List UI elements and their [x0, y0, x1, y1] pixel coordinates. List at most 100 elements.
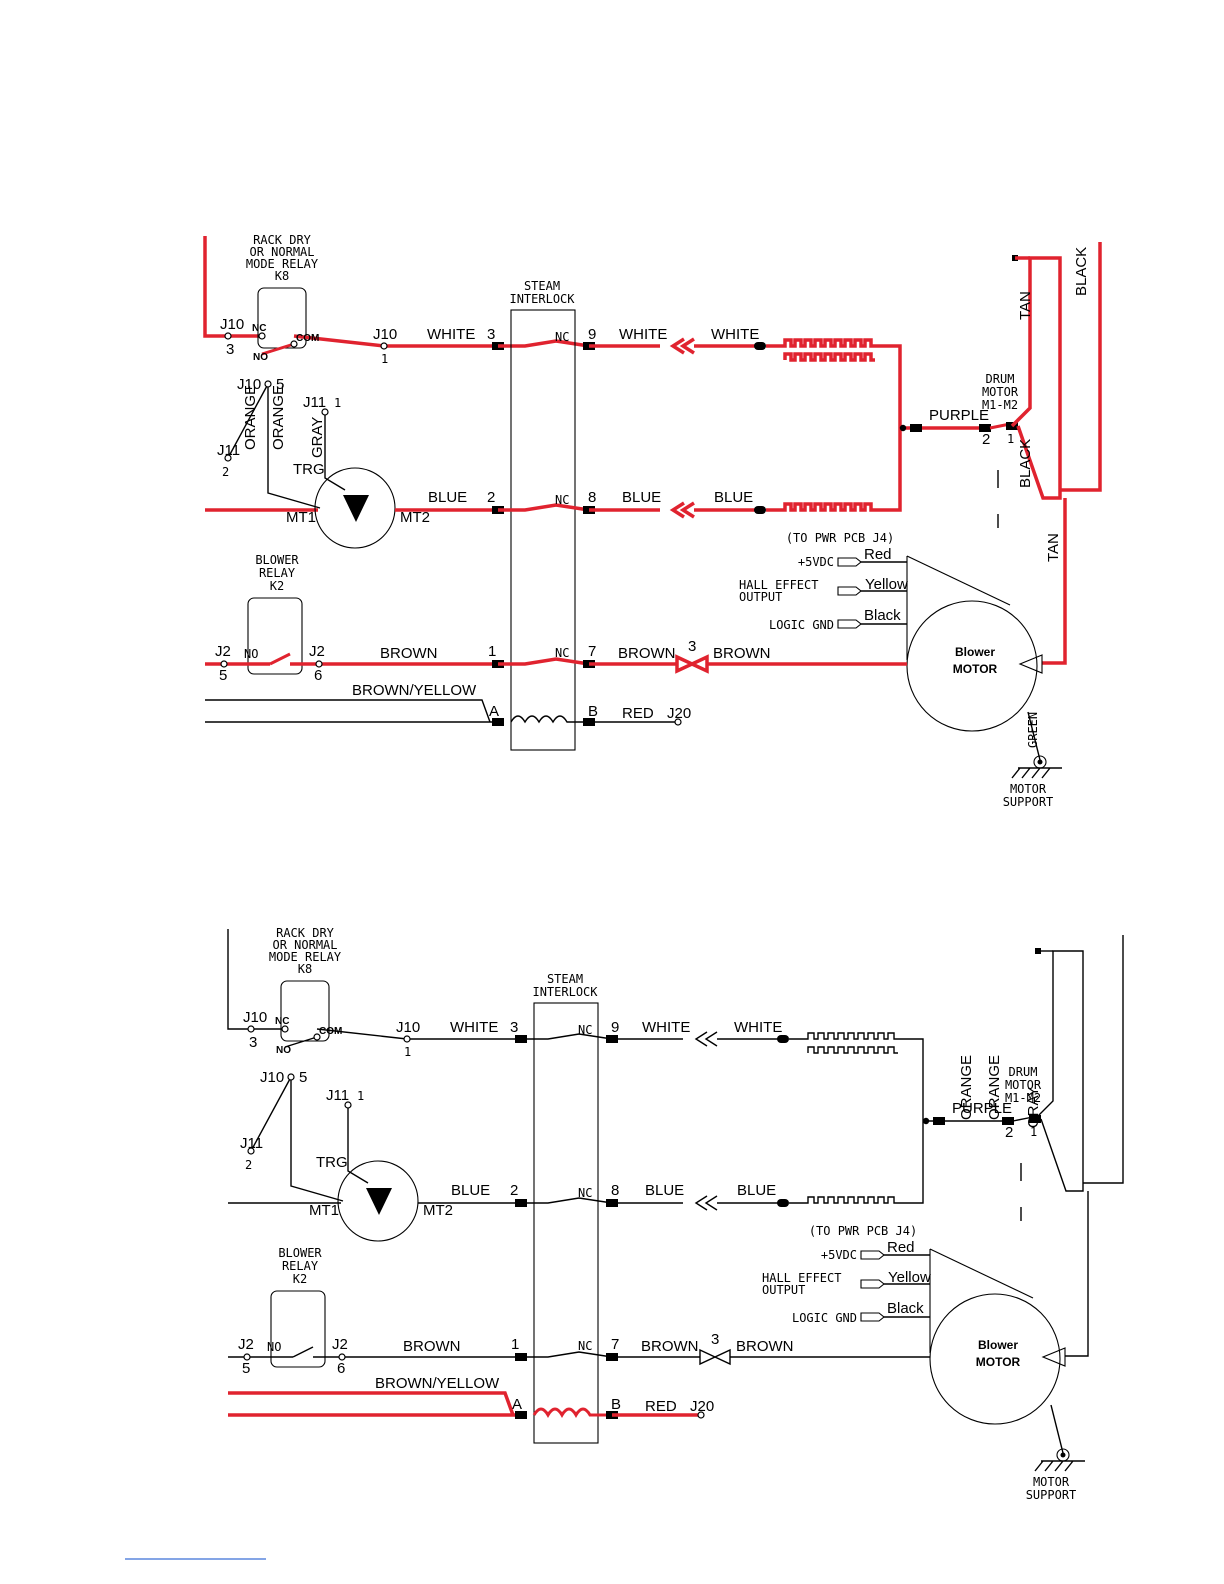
j10-mid-label: J10 — [373, 326, 397, 343]
triac-circle — [337, 1160, 419, 1242]
logic-gnd-label: LOGIC GND — [792, 1311, 857, 1325]
j2-pin5-dot — [243, 1353, 251, 1361]
wire-label-yellow: Yellow — [888, 1269, 931, 1286]
drum-pin-2: 2 — [1005, 1124, 1013, 1141]
wire-label-red-5v: Red — [887, 1239, 915, 1256]
pin-label-9: 9 — [588, 326, 596, 343]
motor-support-label-line-1: MOTOR — [1010, 782, 1047, 796]
hall-effect-label-line-1: HALL EFFECT — [739, 578, 818, 592]
wire-label-brown-yellow: BROWN/YELLOW — [375, 1375, 500, 1392]
wire-label-red: RED — [622, 705, 654, 722]
nc-label-a: NC — [555, 330, 569, 344]
pin-label-1: 1 — [488, 643, 496, 660]
j10-mid-pin: 1 — [381, 352, 388, 366]
heater-element-top — [766, 338, 875, 348]
triac-symbol — [343, 495, 369, 522]
heater-element-bottom — [766, 502, 875, 512]
heater-terminal-bottom — [777, 1199, 789, 1207]
connector-hall — [860, 1279, 885, 1289]
blower-housing-top — [929, 1248, 1034, 1299]
k8-title-line-1: RACK DRY — [276, 926, 335, 940]
j2-pin6-dot — [315, 660, 323, 668]
wire-label-black-1: BLACK — [1073, 247, 1090, 296]
blower-relay-title-line-3: K2 — [270, 579, 284, 593]
plus5vdc-label: +5VDC — [821, 1248, 857, 1262]
wire-label-brown-2: BROWN — [641, 1338, 699, 1355]
wire-label-white-3: WHITE — [711, 326, 759, 343]
wire-green-ground — [1050, 1404, 1064, 1454]
j11-2-label: J11 — [217, 442, 240, 459]
ground-lug-inner — [1037, 759, 1043, 765]
triac-trg-label: TRG — [293, 461, 325, 478]
motor-support-label-line-2: SUPPORT — [1026, 1488, 1077, 1502]
j10-5-label: J10 — [237, 376, 261, 393]
heater-element-top-lower — [783, 352, 875, 362]
wire-label-white-2: WHITE — [642, 1019, 690, 1036]
wire-label-orange-2: ORANGE — [270, 385, 287, 450]
wire-label-brown-yellow: BROWN/YELLOW — [352, 682, 477, 699]
j2-pin6-dot — [338, 1353, 346, 1361]
k2-switch-arm — [292, 1346, 314, 1358]
j10-left-pin: 3 — [226, 341, 234, 358]
k8-nc-label: NC — [252, 323, 266, 334]
j11-pin2-dot — [247, 1147, 255, 1155]
j10-mid-pin: 1 — [404, 1045, 411, 1059]
terminal-purple — [933, 1117, 945, 1125]
j20-dot — [674, 718, 682, 726]
triac-circle — [314, 467, 396, 549]
drum-pin-1: 1 — [1030, 1125, 1037, 1139]
purple-junction — [922, 1117, 930, 1125]
drum-motor-title-line-2: MOTOR — [982, 385, 1019, 399]
to-pwr-pcb-label: (TO PWR PCB J4) — [786, 531, 894, 545]
steam-interlock-box — [533, 1002, 599, 1444]
j20-dot — [697, 1411, 705, 1419]
triac-mt2-label: MT2 — [423, 1202, 453, 1219]
nc-label-c: NC — [555, 646, 569, 660]
line-tan-to-blower — [1065, 1191, 1089, 1357]
thermal-cutoff-3 — [675, 654, 709, 674]
j10-left-pin: 3 — [249, 1034, 257, 1051]
j2-5-pin: 5 — [242, 1360, 250, 1377]
k2-relay-box — [247, 597, 303, 675]
wire-label-gray: GRAY — [309, 417, 326, 458]
wire-green-ground — [1027, 711, 1041, 761]
triac-symbol — [366, 1188, 392, 1215]
k8-title-line-2: OR NORMAL — [249, 245, 314, 259]
wire-label-white-3: WHITE — [734, 1019, 782, 1036]
wire-label-yellow: Yellow — [865, 576, 908, 593]
j2-6-pin: 6 — [337, 1360, 345, 1377]
interlock-nc-contact-c — [521, 1351, 613, 1358]
j10-pin5-dot — [264, 380, 272, 388]
interlock-nc-contact-b — [521, 1197, 613, 1204]
heater-element-bottom — [789, 1196, 898, 1204]
wire-label-black-2: BLACK — [1017, 439, 1034, 488]
k8-com-dot — [313, 1033, 321, 1041]
wire-label-blue-1: BLUE — [428, 489, 467, 506]
line-black-upper — [1060, 242, 1102, 492]
blower-motor-circle — [929, 1293, 1061, 1425]
blower-motor-label-line-2: MOTOR — [953, 662, 998, 676]
wire-label-red-5v: Red — [864, 546, 892, 563]
drum-motor-title-line-3: M1-M2 — [1005, 1091, 1041, 1105]
steam-interlock-title-line-2: INTERLOCK — [532, 985, 598, 999]
k2-switch-arm — [269, 652, 291, 666]
line-heater-bottom-return — [875, 428, 902, 512]
wire-label-brown-1: BROWN — [403, 1338, 461, 1355]
line-heater-top-return — [875, 344, 902, 428]
line-brown-yellow-upper — [228, 1391, 515, 1416]
k8-title-line-4: K8 — [298, 962, 312, 976]
k8-com-dot — [290, 340, 298, 348]
pin-label-2: 2 — [510, 1182, 518, 1199]
connector-5vdc — [837, 557, 862, 567]
drum-motor-title-line-2: MOTOR — [1005, 1078, 1042, 1092]
terminal-A — [492, 718, 504, 726]
wire-label-white-1: WHITE — [427, 326, 475, 343]
steam-solenoid-coil — [510, 715, 589, 724]
j2-5-label: J2 — [215, 643, 231, 660]
j11-1-label: J11 — [303, 394, 326, 411]
terminal-A — [515, 1411, 527, 1419]
k8-switch-arm — [261, 342, 295, 356]
line-input-k8 — [227, 929, 283, 1030]
wire-label-blue-2: BLUE — [622, 489, 661, 506]
j11-2-label: J11 — [240, 1135, 263, 1152]
